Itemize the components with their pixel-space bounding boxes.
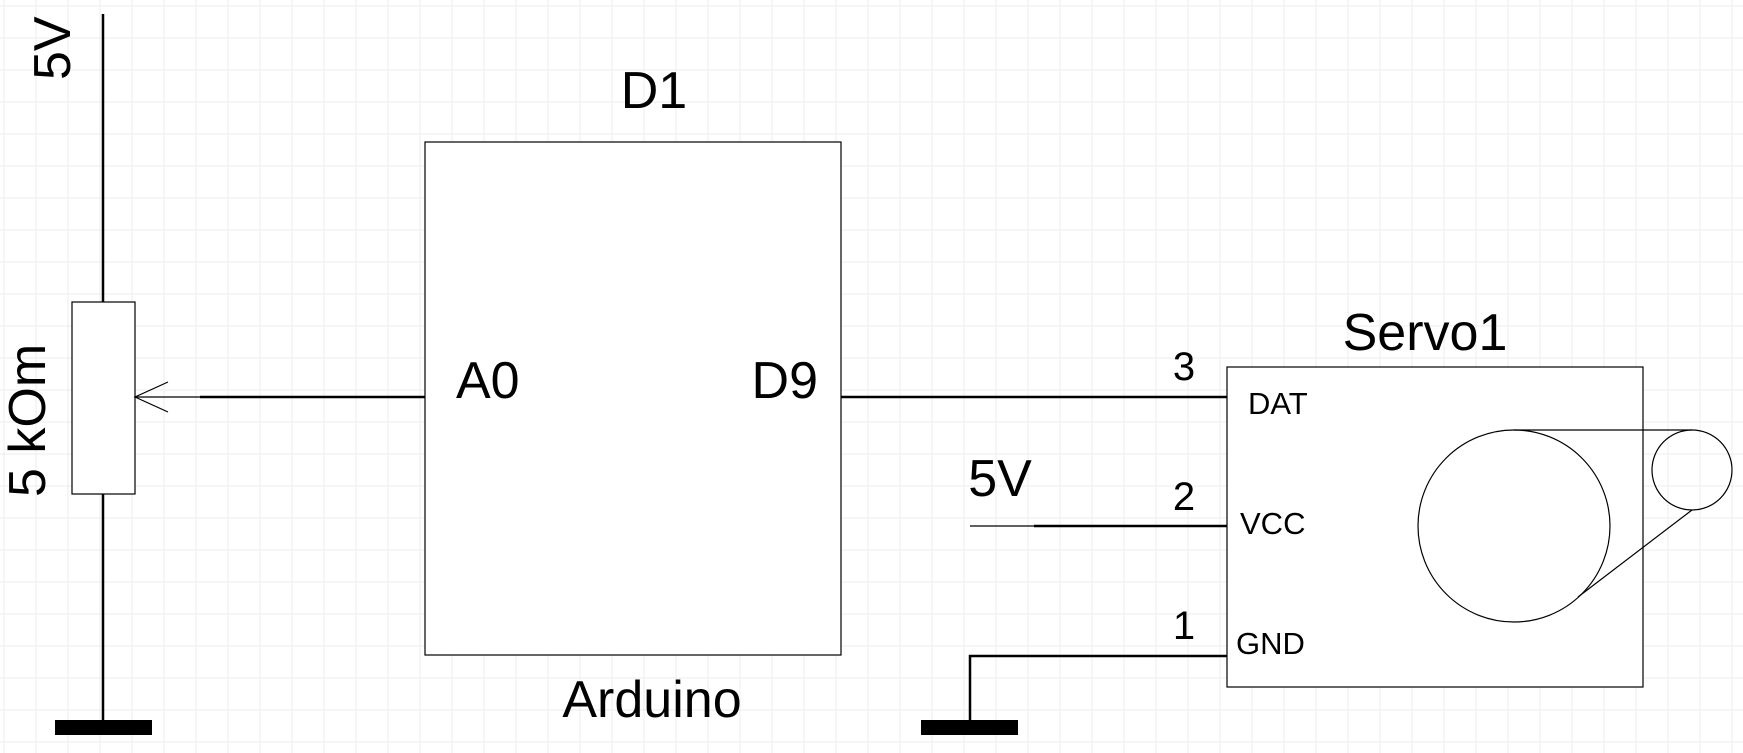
servo-pin-name-gnd: GND <box>1236 626 1305 661</box>
servo-pin-number-gnd: 1 <box>1173 604 1195 648</box>
arduino-pin-a0: A0 <box>456 352 520 410</box>
pot-supply-label: 5V <box>24 16 82 80</box>
servo-belt-bottom <box>1577 509 1693 598</box>
ground-symbol-left <box>55 720 152 735</box>
arduino-name: Arduino <box>562 671 741 729</box>
servo-supply-label: 5V <box>968 450 1032 508</box>
servo-small-pulley-icon <box>1651 429 1733 511</box>
servo-block[interactable] <box>1226 366 1733 688</box>
ground-symbol-right <box>921 720 1018 735</box>
arduino-pin-d9: D9 <box>752 352 818 410</box>
arduino-body[interactable] <box>424 141 842 656</box>
pot-value-label: 5 kOm <box>0 344 57 497</box>
servo-pin-name-dat: DAT <box>1248 386 1308 421</box>
servo-pin-number-dat: 3 <box>1173 345 1195 389</box>
servo-designator: Servo1 <box>1343 304 1508 362</box>
arduino-block[interactable] <box>424 141 842 656</box>
arduino-designator: D1 <box>621 62 687 120</box>
servo-pin-number-vcc: 2 <box>1173 475 1195 519</box>
wire-gnd-to-ground <box>968 654 1227 720</box>
pot-wiper-arrowhead <box>133 381 169 413</box>
potentiometer[interactable] <box>55 14 200 735</box>
pot-body[interactable] <box>71 301 136 495</box>
servo-pin-name-vcc: VCC <box>1240 506 1305 541</box>
servo-body[interactable] <box>1226 366 1644 688</box>
